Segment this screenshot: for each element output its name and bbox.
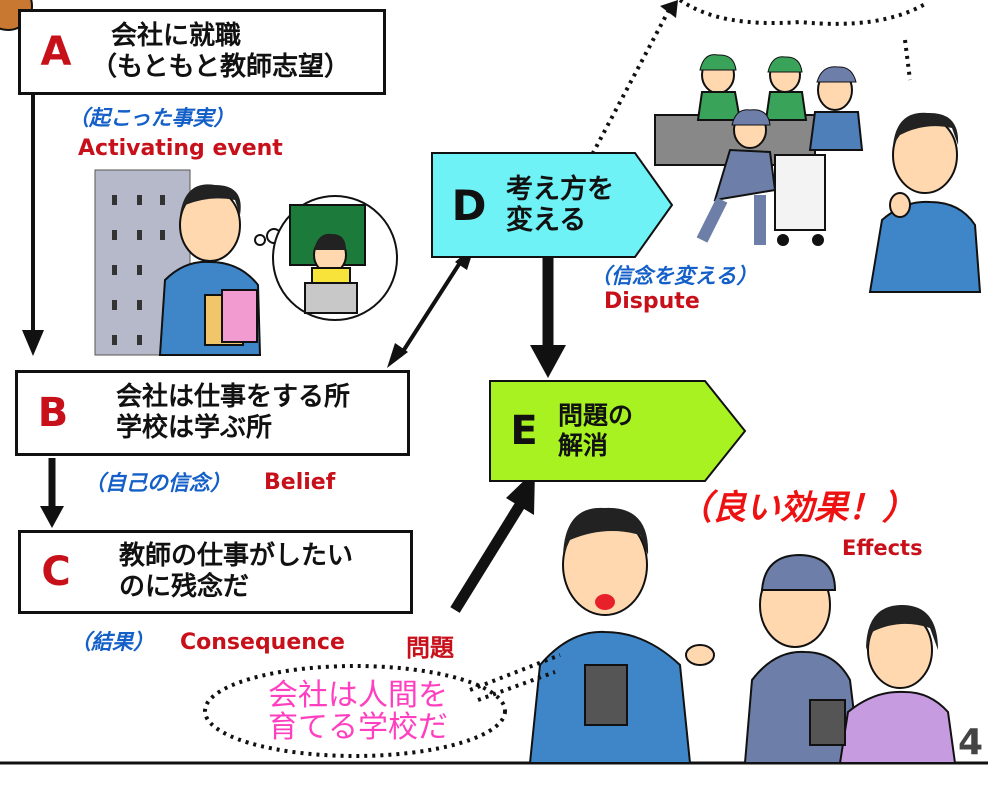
young-man-illustration xyxy=(158,184,262,356)
box-d-line1: 考え方を xyxy=(506,173,614,205)
box-c-text: 教師の仕事がしたい のに残念だ xyxy=(91,541,353,602)
top-speech-bubble xyxy=(678,0,926,26)
thought-bubble-tail xyxy=(469,653,561,692)
thought-bubble-line2: 育てる学校だ xyxy=(268,709,448,745)
label-c-jp: （結果） xyxy=(70,630,154,654)
arrow-a-to-b xyxy=(22,85,44,356)
box-a: A 会社に就職 （もともと教師志望） xyxy=(18,9,386,95)
box-c-line2: のに残念だ xyxy=(119,572,250,602)
box-a-letter: A xyxy=(40,29,72,75)
dotted-connector xyxy=(583,7,672,169)
arrow-problem-to-e xyxy=(450,470,535,613)
box-d-line2: 変える xyxy=(506,205,587,236)
slide-number: 4 xyxy=(958,722,984,763)
box-b: B 会社は仕事をする所 学校は学ぶ所 xyxy=(15,370,410,456)
arrow-b-d-double xyxy=(387,245,475,368)
box-b-letter: B xyxy=(37,390,69,436)
box-a-line1: 会社に就職 xyxy=(111,21,242,52)
box-e-letter: E xyxy=(510,408,538,454)
box-d: D 考え方を 変える xyxy=(432,153,642,257)
label-a-en: Activating event xyxy=(78,136,283,161)
label-problem: 問題 xyxy=(406,634,454,662)
box-b-line1: 会社は仕事をする所 xyxy=(116,382,351,413)
smiling-man-illustration xyxy=(528,507,715,764)
factory-workers-illustration xyxy=(654,54,864,246)
good-effect-label: （良い効果！） xyxy=(678,488,916,528)
effects-label: Effects xyxy=(842,536,923,560)
box-e-line2: 解消 xyxy=(558,431,609,460)
box-b-text: 会社は仕事をする所 学校は学ぶ所 xyxy=(88,382,350,443)
label-a-jp: （起こった事実） xyxy=(68,106,235,130)
woman-with-tablet-illustration xyxy=(809,605,957,764)
label-c-en: Consequence xyxy=(180,630,345,655)
box-d-text: 考え方を 変える xyxy=(506,174,614,236)
box-c-letter: C xyxy=(41,549,71,595)
thought-bubble-line1: 会社は人間を xyxy=(268,678,448,713)
box-b-line2: 学校は学ぶ所 xyxy=(116,413,273,443)
thinking-man-illustration xyxy=(868,112,982,293)
arrow-d-to-e xyxy=(530,258,566,378)
box-a-line2: （もともと教師志望） xyxy=(91,52,350,82)
label-b-en: Belief xyxy=(264,470,336,495)
arrow-b-to-c xyxy=(40,458,64,528)
box-e: E 問題の 解消 xyxy=(490,381,710,481)
box-e-text: 問題の 解消 xyxy=(558,401,633,461)
box-c: C 教師の仕事がしたい のに残念だ xyxy=(18,530,413,614)
capped-worker-illustration xyxy=(743,553,862,764)
office-building-illustration xyxy=(94,169,191,356)
box-e-line1: 問題の xyxy=(558,401,634,430)
box-a-text: 会社に就職 （もともと教師志望） xyxy=(91,21,350,82)
box-c-line1: 教師の仕事がしたい xyxy=(119,541,354,572)
box-d-shape xyxy=(431,152,674,258)
label-d-en: Dispute xyxy=(604,289,700,314)
box-e-shape xyxy=(489,380,747,482)
teacher-dream-illustration xyxy=(254,195,398,321)
thought-bubble-text: 会社は人間を 育てる学校だ xyxy=(258,680,458,743)
thought-bubble-outline xyxy=(203,664,507,758)
box-d-letter: D xyxy=(451,180,487,230)
label-d-jp: （信念を変える） xyxy=(590,264,758,288)
label-b-jp: （自己の信念） xyxy=(84,471,231,495)
dotted-connector-head xyxy=(660,0,678,18)
